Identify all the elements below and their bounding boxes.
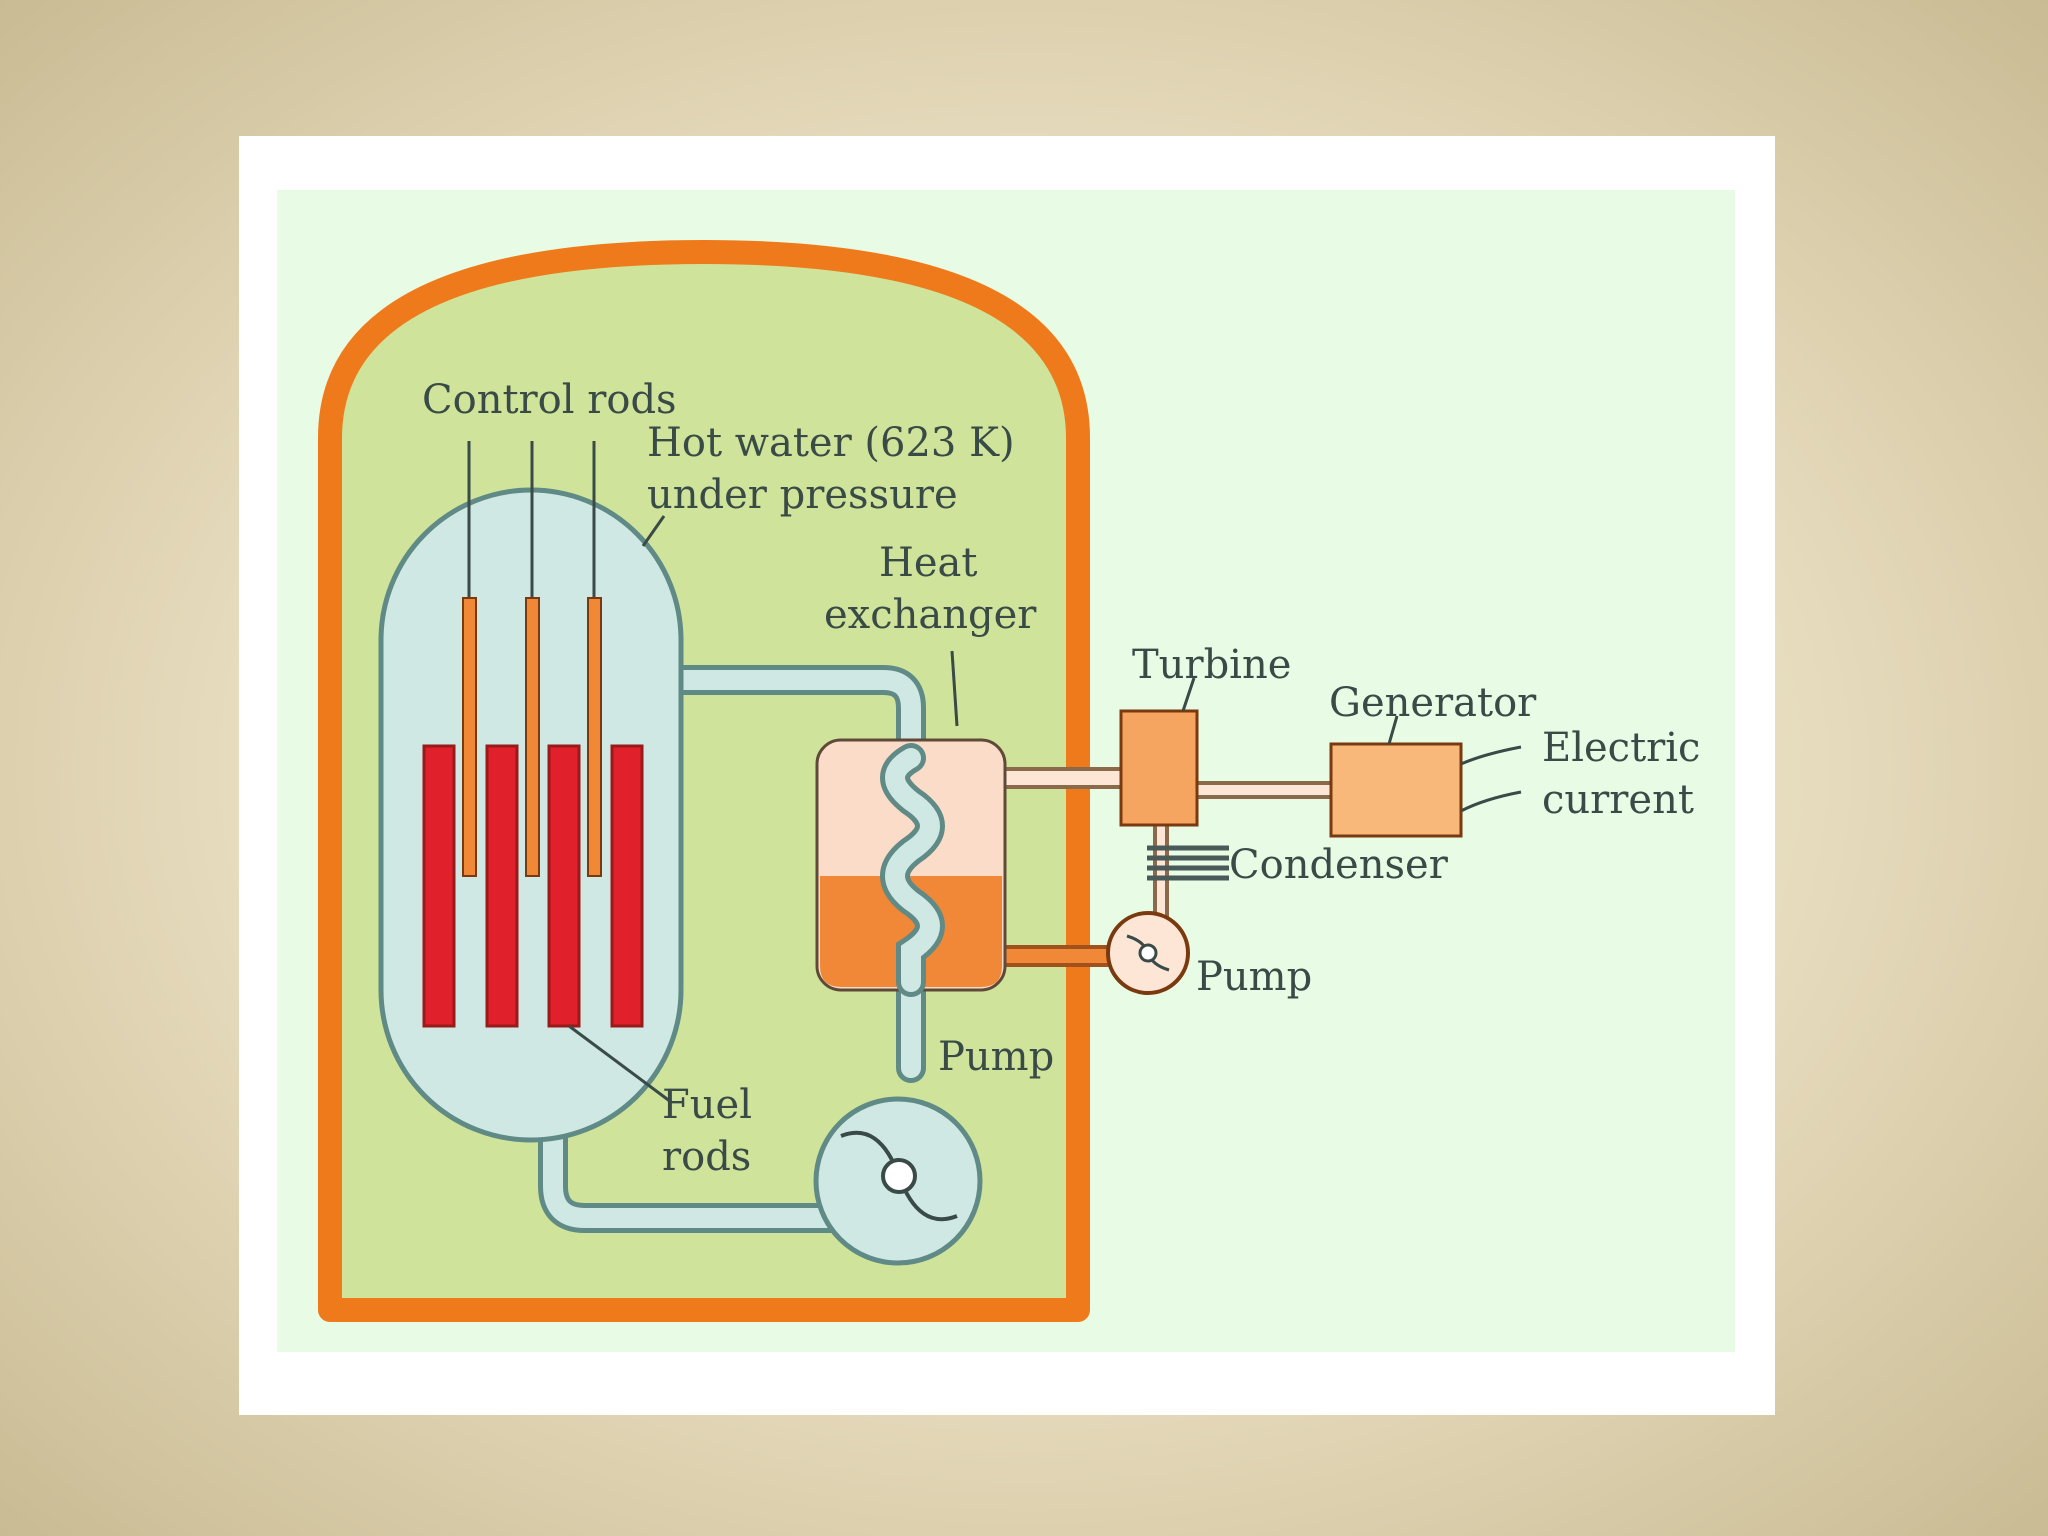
secondary-pump	[1106, 911, 1190, 995]
heat-exchanger	[815, 738, 1007, 997]
label-condenser: Condenser	[1229, 842, 1449, 888]
control-rod	[525, 597, 540, 877]
label-hot-water: Hot water (623 K)	[647, 420, 1015, 466]
control-rods	[462, 441, 602, 877]
label-under-pressure: under pressure	[647, 472, 958, 518]
fuel-rod	[610, 744, 644, 1028]
control-rod	[587, 597, 602, 877]
label-exchanger: exchanger	[824, 592, 1037, 638]
condenser	[1147, 845, 1229, 881]
pipes	[538, 665, 1340, 1233]
label-current: current	[1542, 777, 1694, 823]
fuel-rod	[547, 744, 581, 1028]
label-pump-secondary: Pump	[1196, 954, 1312, 1000]
fuel-rod	[485, 744, 519, 1028]
fuel-rods	[422, 744, 644, 1028]
generator	[1329, 742, 1463, 838]
label-turbine: Turbine	[1132, 642, 1291, 688]
nuclear-reactor-diagram: Control rods Hot water (623 K) under pre…	[277, 190, 1735, 1352]
label-generator: Generator	[1329, 680, 1537, 726]
fuel-rod	[422, 744, 456, 1028]
control-rod	[462, 597, 477, 877]
turbine	[1119, 709, 1199, 827]
label-rods: rods	[662, 1134, 751, 1180]
primary-pump	[813, 1096, 983, 1266]
diagram-card: Control rods Hot water (623 K) under pre…	[239, 136, 1775, 1415]
label-control-rods: Control rods	[422, 377, 677, 423]
label-pump-primary: Pump	[938, 1034, 1054, 1080]
label-electric: Electric	[1542, 725, 1700, 771]
label-fuel: Fuel	[662, 1082, 752, 1128]
leader-lines	[568, 515, 1522, 1104]
label-heat: Heat	[879, 540, 977, 586]
